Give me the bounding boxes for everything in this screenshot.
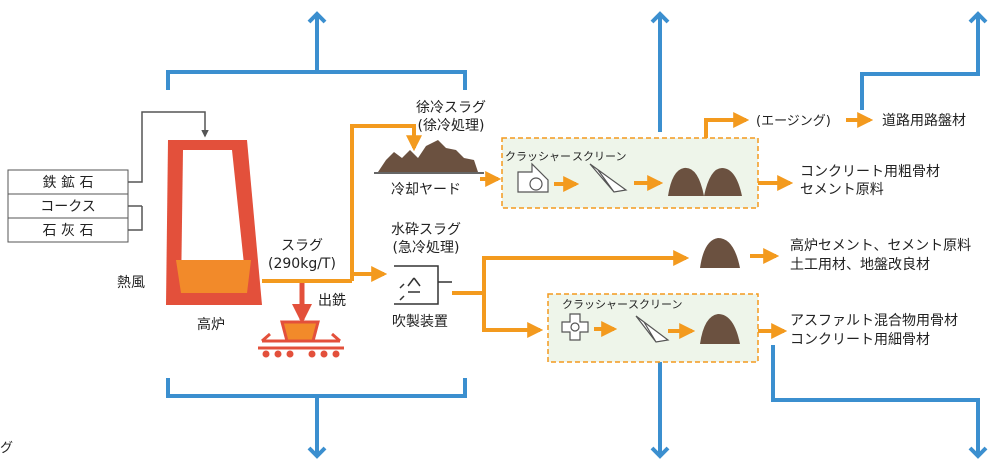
lower-crusher-icon xyxy=(561,313,589,341)
cooling-yard-pile-icon xyxy=(378,140,478,172)
output-coarse-aggregate: コンクリート用粗骨材 xyxy=(800,164,940,180)
tapping-label: 出銑 xyxy=(318,292,346,309)
lower-pile-icon xyxy=(700,314,740,344)
blue-bracket-top-left xyxy=(166,11,467,90)
lower-screen-label: スクリーン xyxy=(628,298,682,311)
blast-furnace xyxy=(166,140,262,305)
granulated-process: (急冷処理) xyxy=(393,240,460,256)
granulated-to-pile-arrow xyxy=(482,250,690,293)
iron-ore-label: 鉄 鉱 石 xyxy=(43,174,94,191)
furnace-label: 高炉 xyxy=(197,316,225,333)
output-civil-material: 土工用材、地盤改良材 xyxy=(790,257,930,273)
granulated-to-lower-line-arrow xyxy=(482,293,544,338)
blue-arrow-up-right xyxy=(860,11,988,110)
output-blast-furnace-cement: 高炉セメント、セメント原料 xyxy=(790,237,971,254)
blue-arrow-down-right xyxy=(771,345,988,459)
granulator-icon xyxy=(394,265,452,305)
slow-cooled-title: 徐冷スラグ xyxy=(416,100,486,116)
upper-crusher-icon xyxy=(517,162,549,193)
cooling-yard-label: 冷却ヤード xyxy=(391,182,461,198)
slag-amount: (290kg/T) xyxy=(268,256,336,272)
coke-label: コークス xyxy=(40,199,96,215)
slow-cool-flow xyxy=(350,124,422,281)
output-asphalt-aggregate: アスファルト混合物用骨材 xyxy=(790,313,958,329)
output-fine-aggregate: コンクリート用細骨材 xyxy=(790,332,930,348)
upper-screen-icon xyxy=(589,163,628,193)
granulated-pile-icon xyxy=(700,238,740,268)
granulated-title: 水砕スラグ xyxy=(391,222,461,238)
edge-fragment-label: グ xyxy=(0,441,13,456)
upper-branch-aging xyxy=(704,112,750,138)
blue-bracket-bottom-left xyxy=(166,378,467,459)
output-cement-raw-upper: セメント原料 xyxy=(800,182,884,198)
limestone-label: 石 灰 石 xyxy=(43,223,94,239)
output-road: 道路用路盤材 xyxy=(882,113,966,129)
upper-crusher-label: クラッシャー xyxy=(505,150,571,163)
slow-cooled-process: (徐冷処理) xyxy=(418,118,485,134)
torpedo-car-icon xyxy=(258,320,344,358)
upper-pile-icon-2 xyxy=(704,168,742,196)
input-materials: 鉄 鉱 石 コークス 石 灰 石 xyxy=(7,111,209,243)
upper-screen-label: スクリーン xyxy=(572,150,626,163)
lower-screen-icon xyxy=(635,315,670,343)
slag-label: スラグ xyxy=(281,238,323,254)
granulator-label: 吹製装置 xyxy=(392,314,448,330)
lower-crusher-label: クラッシャー xyxy=(562,298,628,311)
hot-air-label: 熱風 xyxy=(117,275,145,291)
upper-pile-icon-1 xyxy=(668,167,704,196)
aging-label: (エージング) xyxy=(756,114,831,129)
